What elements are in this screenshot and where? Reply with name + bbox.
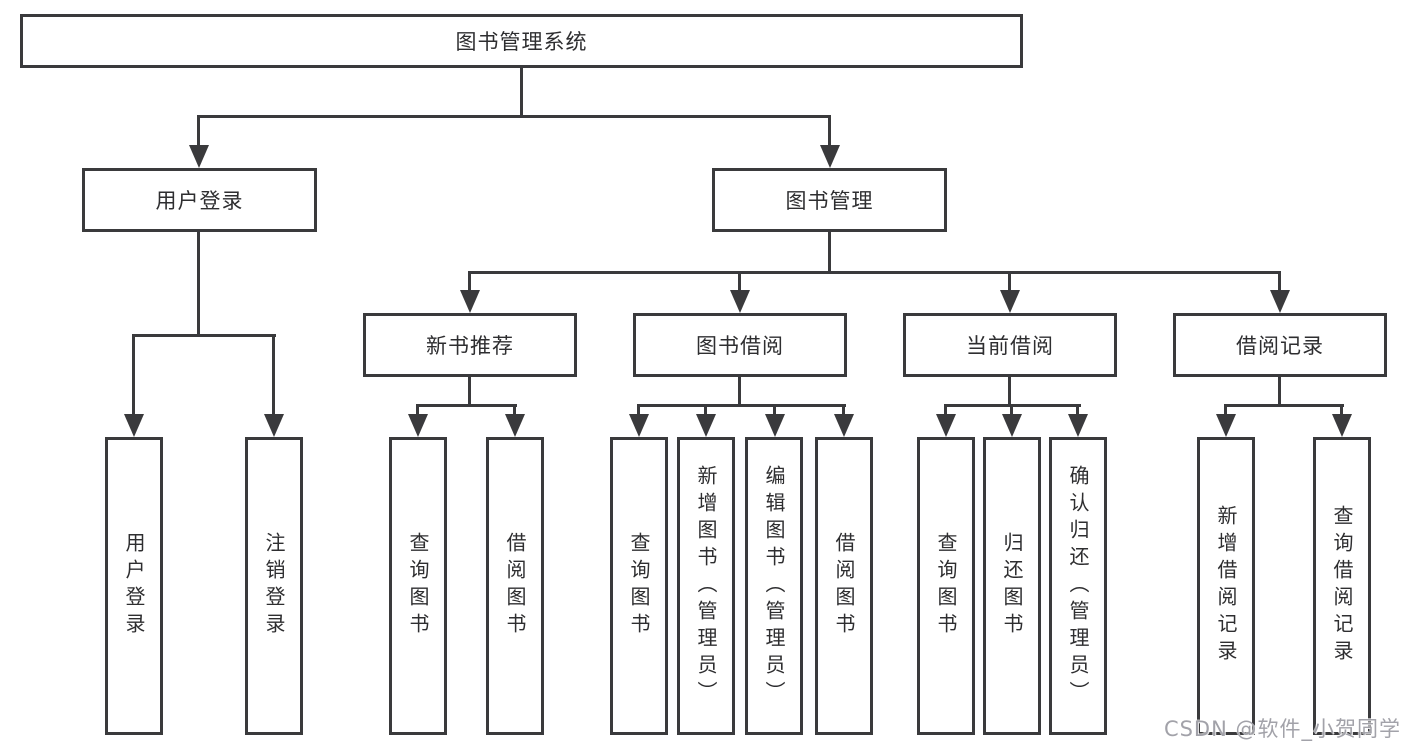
arrow-down-icon [189,145,209,168]
arrow-down-icon [505,414,525,437]
arrow-down-icon [629,414,649,437]
node-current-borrowing: 当前借阅 [903,313,1117,377]
arrow-down-icon [1332,414,1352,437]
leaf-borrow-books-1: 借阅图书 [486,437,544,735]
connector [828,116,831,147]
connector [272,335,275,417]
connector [132,335,135,417]
leaf-borrow-books-2-label: 借阅图书 [832,532,856,640]
leaf-add-borrow-record-label: 新增借阅记录 [1214,505,1238,667]
arrow-down-icon [730,290,750,313]
connector [1340,405,1343,417]
connector [738,377,741,407]
connector [1010,405,1013,417]
leaf-edit-books-admin-label: 编辑图书（管理员） [762,464,786,708]
connector [468,377,471,407]
connector [1278,272,1281,292]
connector [468,272,471,292]
leaf-add-books-admin: 新增图书（管理员） [677,437,735,735]
connector [1076,405,1079,417]
node-new-book-recommend-label: 新书推荐 [426,334,514,358]
arrow-down-icon [765,414,785,437]
leaf-query-books-2-label: 查询图书 [627,532,651,640]
arrow-down-icon [264,414,284,437]
connector [197,115,831,118]
connector [738,272,741,292]
leaf-borrow-books-1-label: 借阅图书 [503,532,527,640]
node-book-management-label: 图书管理 [785,189,874,213]
node-borrowing-records: 借阅记录 [1173,313,1387,377]
node-book-borrowing-label: 图书借阅 [696,334,784,358]
leaf-query-borrow-record-label: 查询借阅记录 [1330,505,1354,667]
leaf-borrow-books-2: 借阅图书 [815,437,873,735]
arrow-down-icon [1068,414,1088,437]
connector [416,405,419,417]
arrow-down-icon [834,414,854,437]
node-library-management-system-label: 图书管理系统 [455,30,588,54]
leaf-query-books-1: 查询图书 [389,437,447,735]
leaf-return-books: 归还图书 [983,437,1041,735]
arrow-down-icon [1002,414,1022,437]
arrow-down-icon [408,414,428,437]
connector [1008,377,1011,407]
arrow-down-icon [1270,290,1290,313]
arrow-down-icon [936,414,956,437]
arrow-down-icon [1216,414,1236,437]
arrow-down-icon [124,414,144,437]
watermark: CSDN @软件_小贺同学 [1163,717,1401,741]
connector [1008,272,1011,292]
leaf-edit-books-admin: 编辑图书（管理员） [745,437,803,735]
connector [637,404,846,407]
connector [773,405,776,417]
node-user-login-label: 用户登录 [155,189,244,213]
connector [1278,377,1281,407]
connector [1224,404,1344,407]
leaf-user-login-label: 用户登录 [122,532,146,640]
connector [637,405,640,417]
connector [944,405,947,417]
node-book-borrowing: 图书借阅 [633,313,847,377]
leaf-query-books-3: 查询图书 [917,437,975,735]
node-user-login: 用户登录 [82,168,317,232]
leaf-user-login: 用户登录 [105,437,163,735]
connector [132,334,276,337]
node-new-book-recommend: 新书推荐 [363,313,577,377]
leaf-add-borrow-record: 新增借阅记录 [1197,437,1255,735]
node-current-borrowing-label: 当前借阅 [966,334,1054,358]
node-library-management-system: 图书管理系统 [20,14,1023,68]
connector [1224,405,1227,417]
connector [704,405,707,417]
connector [197,116,200,147]
connector [842,405,845,417]
leaf-logout: 注销登录 [245,437,303,735]
arrow-down-icon [1000,290,1020,313]
connector [197,232,200,336]
connector [468,271,1281,274]
arrow-down-icon [820,145,840,168]
node-book-management: 图书管理 [712,168,947,232]
leaf-query-books-3-label: 查询图书 [934,532,958,640]
connector [828,232,831,274]
connector [416,404,517,407]
node-borrowing-records-label: 借阅记录 [1236,334,1324,358]
arrow-down-icon [696,414,716,437]
leaf-query-books-1-label: 查询图书 [406,532,430,640]
arrow-down-icon [460,290,480,313]
leaf-query-books-2: 查询图书 [610,437,668,735]
leaf-logout-label: 注销登录 [262,532,286,640]
connector [513,405,516,417]
leaf-return-books-label: 归还图书 [1000,532,1024,640]
leaf-query-borrow-record: 查询借阅记录 [1313,437,1371,735]
leaf-confirm-return-admin-label: 确认归还（管理员） [1066,464,1090,708]
leaf-add-books-admin-label: 新增图书（管理员） [694,464,718,708]
leaf-confirm-return-admin: 确认归还（管理员） [1049,437,1107,735]
connector [520,68,523,118]
